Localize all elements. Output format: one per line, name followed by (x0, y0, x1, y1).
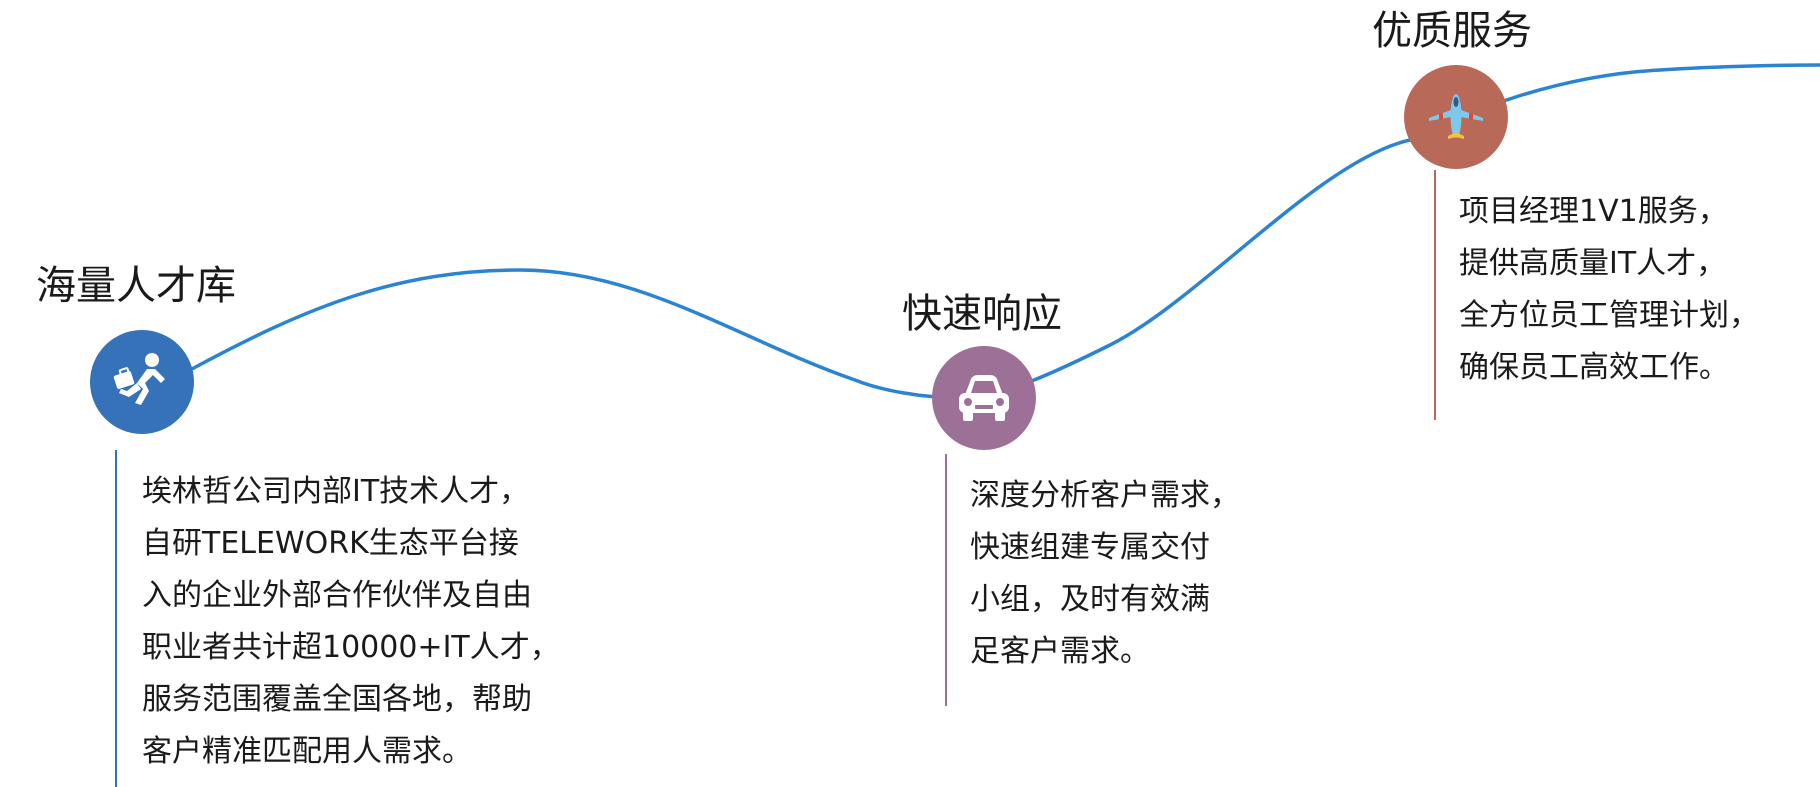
milestone-divider-line (945, 454, 947, 706)
description-line: 快速组建专属交付 (970, 530, 1210, 565)
milestone-icon-circle (932, 346, 1036, 450)
description-line: 埃林哲公司内部IT技术人才， (142, 474, 530, 509)
airplane-icon (1429, 94, 1483, 139)
description-line: 小组，及时有效满 (970, 582, 1210, 617)
car-icon (959, 375, 1009, 421)
description-line: 全方位员工管理计划， (1459, 298, 1759, 333)
milestone-title: 海量人才库 (36, 263, 236, 309)
description-line: 客户精准匹配用人需求。 (142, 734, 472, 769)
description-line: 服务范围覆盖全国各地，帮助 (142, 682, 532, 717)
milestone-description: 埃林哲公司内部IT技术人才， 自研TELEWORK生态平台接 入的企业外部合作伙… (142, 466, 560, 778)
running-businessman-icon (113, 353, 165, 405)
description-line: 自研TELEWORK生态平台接 (142, 526, 519, 561)
milestone-divider-line (115, 450, 117, 787)
milestone-title: 快速响应 (902, 291, 1062, 337)
description-line: 足客户需求。 (970, 634, 1150, 669)
milestone-title: 优质服务 (1372, 8, 1532, 54)
description-line: 确保员工高效工作。 (1459, 350, 1729, 385)
milestone-description: 项目经理1V1服务， 提供高质量IT人才， 全方位员工管理计划， 确保员工高效工… (1459, 186, 1759, 394)
milestone-description: 深度分析客户需求， 快速组建专属交付 小组，及时有效满 足客户需求。 (970, 470, 1240, 678)
description-line: 提供高质量IT人才， (1459, 246, 1727, 281)
description-line: 职业者共计超10000+IT人才， (142, 630, 560, 665)
description-line: 入的企业外部合作伙伴及自由 (142, 578, 532, 613)
milestone-icon-circle (90, 330, 194, 434)
milestone-icon-circle (1404, 65, 1508, 169)
description-line: 深度分析客户需求， (970, 478, 1240, 513)
milestone-divider-line (1434, 170, 1436, 420)
description-line: 项目经理1V1服务， (1459, 194, 1728, 229)
